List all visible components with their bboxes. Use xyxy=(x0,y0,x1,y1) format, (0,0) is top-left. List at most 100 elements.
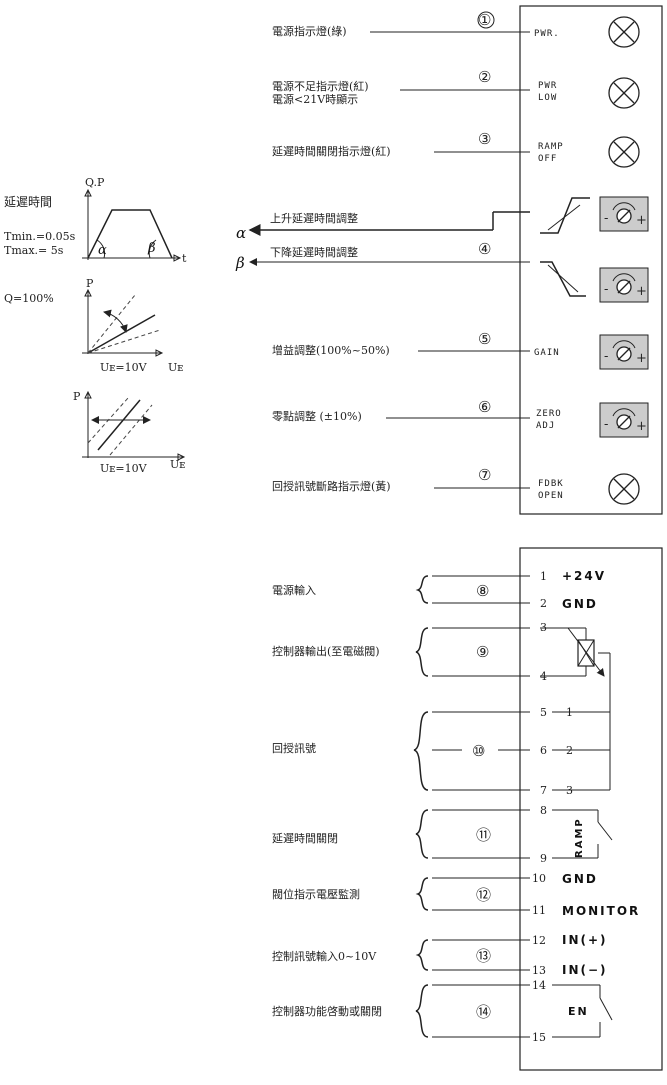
item2-no: ② xyxy=(478,68,491,86)
pwr-low-lamp-icon xyxy=(608,77,640,109)
label-pwr-low-2: LOW xyxy=(538,93,557,103)
q100-text: Q=100% xyxy=(4,292,54,305)
valve-coil-icon xyxy=(540,627,611,790)
g8-no: ⑧ xyxy=(476,582,489,600)
pin-2: 2 xyxy=(540,597,547,610)
p-axis-label: P xyxy=(86,277,94,290)
g10-no: ⑩ xyxy=(472,742,485,760)
fb-num-1: 1 xyxy=(566,706,573,719)
ramp-switch-icon: RAMP xyxy=(552,809,613,859)
g11-text: 延遲時間關閉 xyxy=(272,832,338,845)
zero-graph: P Uᴇ=10V Uᴇ xyxy=(73,390,185,475)
g12-text: 閥位指示電壓監測 xyxy=(272,887,360,901)
pin-15: 15 xyxy=(532,1031,546,1044)
item-zero: 零點調整 (±10%) ⑥ ZERO ADJ - + xyxy=(272,398,649,438)
pin-1: 1 xyxy=(540,570,547,583)
item-fdbk-open: 回授訊號斷路指示燈(黃) ⑦ FDBK OPEN xyxy=(272,466,640,505)
pin-7: 7 xyxy=(540,784,547,797)
label-en: EN xyxy=(568,1005,589,1018)
pin-12: 12 xyxy=(532,934,546,947)
item5-no: ⑤ xyxy=(478,330,491,348)
pin-9: 9 xyxy=(540,852,547,865)
enable-switch-icon: EN xyxy=(552,984,613,1038)
item-pwr: 電源指示燈(綠) ① PWR. xyxy=(272,11,640,48)
g11-no: ⑪ xyxy=(476,826,491,844)
pin-13: 13 xyxy=(532,964,546,977)
label-open: OPEN xyxy=(538,491,564,501)
item1-no: ① xyxy=(478,11,491,29)
group-controller-output: 控制器輸出(至電磁閥) ⑨ xyxy=(272,643,489,661)
g12-no: ⑫ xyxy=(476,886,491,904)
knob-plus-3: + xyxy=(636,351,647,366)
item6-no: ⑥ xyxy=(478,398,491,416)
group-ramp-off: 延遲時間關閉 ⑪ xyxy=(272,826,491,845)
ramp-up-potentiometer-icon[interactable]: - + xyxy=(599,196,649,232)
alpha-symbol-left: α xyxy=(98,243,107,258)
group-feedback: 回授訊號 ⑩ xyxy=(272,741,485,760)
item7-no: ⑦ xyxy=(478,466,491,484)
g13-text: 控制訊號輸入0~10V xyxy=(272,949,377,963)
pwr-lamp-icon xyxy=(608,16,640,48)
item3-text: 延遲時間關閉指示燈(紅) xyxy=(272,144,391,158)
g8-text: 電源輸入 xyxy=(272,583,316,597)
pin-10: 10 xyxy=(532,872,546,885)
delay-time-graph: 延遲時間 Tmin.=0.05s Tmax.= 5s Q.P t α β xyxy=(4,176,187,265)
label-pwr-low-1: PWR xyxy=(538,81,557,91)
beta-symbol-left: β xyxy=(147,241,156,256)
label-ramp-switch: RAMP xyxy=(574,817,585,858)
ramp-off-lamp-icon xyxy=(608,136,640,168)
ue-value-2: Uᴇ=10V xyxy=(100,462,148,475)
g14-text: 控制器功能啓動或關閉 xyxy=(272,1004,382,1018)
item6-text: 零點調整 (±10%) xyxy=(272,409,362,423)
t-axis-label: t xyxy=(182,252,187,265)
label-monitor: MONITOR xyxy=(562,904,640,918)
item2-text: 電源不足指示燈(紅) xyxy=(272,79,369,93)
label-in-minus: IN(−) xyxy=(562,963,608,977)
group-signal-input: 控制訊號輸入0~10V ⑬ xyxy=(272,947,491,965)
label-gain: GAIN xyxy=(534,348,560,358)
beta-symbol: β xyxy=(235,254,245,272)
g13-no: ⑬ xyxy=(476,947,491,965)
label-off: OFF xyxy=(538,154,557,164)
gain-potentiometer-icon[interactable]: - + xyxy=(599,334,649,370)
pin-6: 6 xyxy=(540,744,547,757)
knob-plus-4: + xyxy=(636,419,647,434)
knob-minus-1: - xyxy=(604,211,608,226)
knob-minus-4: - xyxy=(604,417,608,432)
qp-axis-label: Q.P xyxy=(85,176,105,189)
item4-up-text: 上升延遲時間調整 xyxy=(270,211,358,225)
pin-8: 8 xyxy=(540,804,547,817)
knob-minus-2: - xyxy=(604,282,608,297)
item-gain: 增益調整(100%~50%) ⑤ GAIN - + xyxy=(272,330,649,370)
pin-14: 14 xyxy=(532,979,546,992)
ramp-down-potentiometer-icon[interactable]: - + xyxy=(599,267,649,303)
knob-plus-2: + xyxy=(636,284,647,299)
item2-text2: 電源<21V時顯示 xyxy=(272,92,358,106)
label-gnd-2: GND xyxy=(562,597,598,611)
alpha-symbol: α xyxy=(236,224,246,242)
label-zero: ZERO xyxy=(536,409,562,419)
tmin-text: Tmin.=0.05s xyxy=(4,230,76,243)
g9-no: ⑨ xyxy=(476,643,489,661)
item1-text: 電源指示燈(綠) xyxy=(272,24,347,38)
label-ramp: RAMP xyxy=(538,142,564,152)
delay-title: 延遲時間 xyxy=(4,195,52,209)
feedback-pot-icon: 1 2 3 xyxy=(552,706,610,797)
fdbk-open-lamp-icon xyxy=(608,473,640,505)
label-adj: ADJ xyxy=(536,421,555,431)
label-in-plus: IN(+) xyxy=(562,933,608,947)
fb-num-2: 2 xyxy=(566,744,573,757)
knob-plus-1: + xyxy=(636,213,647,228)
label-pwr: PWR. xyxy=(534,29,560,39)
zero-potentiometer-icon[interactable]: - + xyxy=(599,402,649,438)
item-ramp-off: 延遲時間關閉指示燈(紅) ③ RAMP OFF xyxy=(272,130,640,168)
item-pwr-low: 電源不足指示燈(紅) 電源<21V時顯示 ② PWR LOW xyxy=(272,68,640,109)
item5-text: 增益調整(100%~50%) xyxy=(272,343,390,357)
g9-text: 控制器輸出(至電磁閥) xyxy=(272,644,380,658)
group-monitor: 閥位指示電壓監測 ⑫ xyxy=(272,886,491,904)
tmax-text: Tmax.= 5s xyxy=(4,244,64,257)
label-24v: +24V xyxy=(562,569,606,583)
ue-axis-2: Uᴇ xyxy=(170,458,185,471)
g14-no: ⑭ xyxy=(476,1003,491,1021)
